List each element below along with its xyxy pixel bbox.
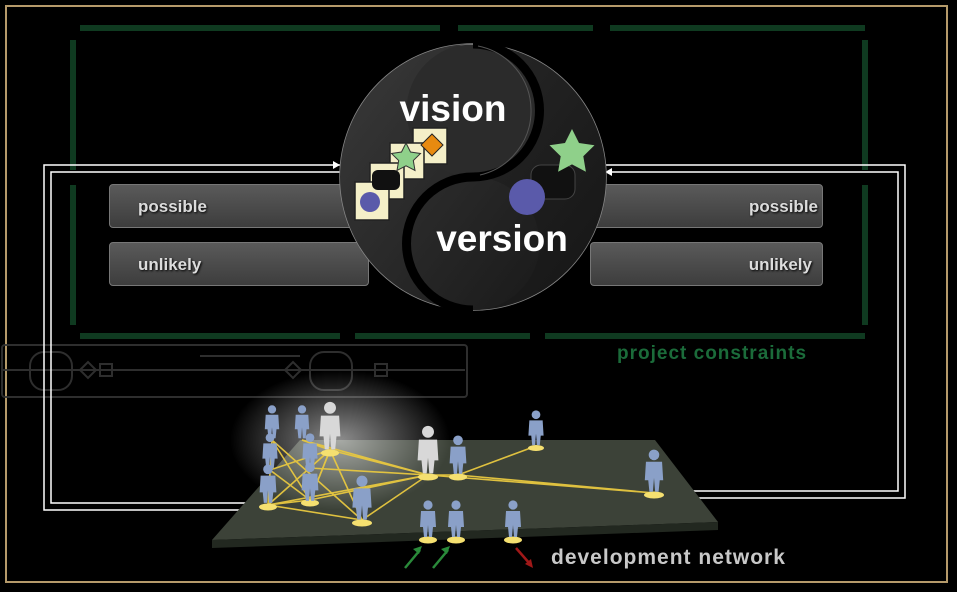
arrow-icon: [404, 546, 533, 569]
feedback-loop-lines: [43, 164, 906, 511]
faded-process-flow: [1, 344, 468, 398]
right-unlikely-label: unlikely: [748, 255, 812, 274]
left-unlikely-label: unlikely: [138, 255, 202, 274]
vision-circle-icon: [509, 179, 545, 215]
vision-word: vision: [400, 88, 507, 129]
star-icon: [390, 141, 422, 172]
right-possible-bar: possible: [590, 184, 823, 228]
right-unlikely-bar: unlikely: [590, 242, 823, 286]
left-unlikely-bar: unlikely: [109, 242, 369, 286]
left-possible-label: possible: [138, 197, 207, 216]
person-icon: [259, 405, 664, 537]
project-constraints-border: [70, 25, 868, 339]
node-pads: [259, 445, 664, 544]
vision-star-icon: [549, 129, 595, 172]
project-constraints-label: project constraints: [617, 343, 808, 364]
development-network-label: development network: [551, 546, 786, 569]
circle-icon: [360, 192, 380, 212]
version-word: version: [436, 218, 568, 259]
highlight-glow: [230, 370, 450, 510]
diamond-icon: [420, 133, 444, 157]
outer-frame: [5, 5, 948, 583]
rounded-rect-icon: [372, 170, 400, 190]
right-possible-label: possible: [749, 197, 818, 216]
left-possible-bar: possible: [109, 184, 369, 228]
